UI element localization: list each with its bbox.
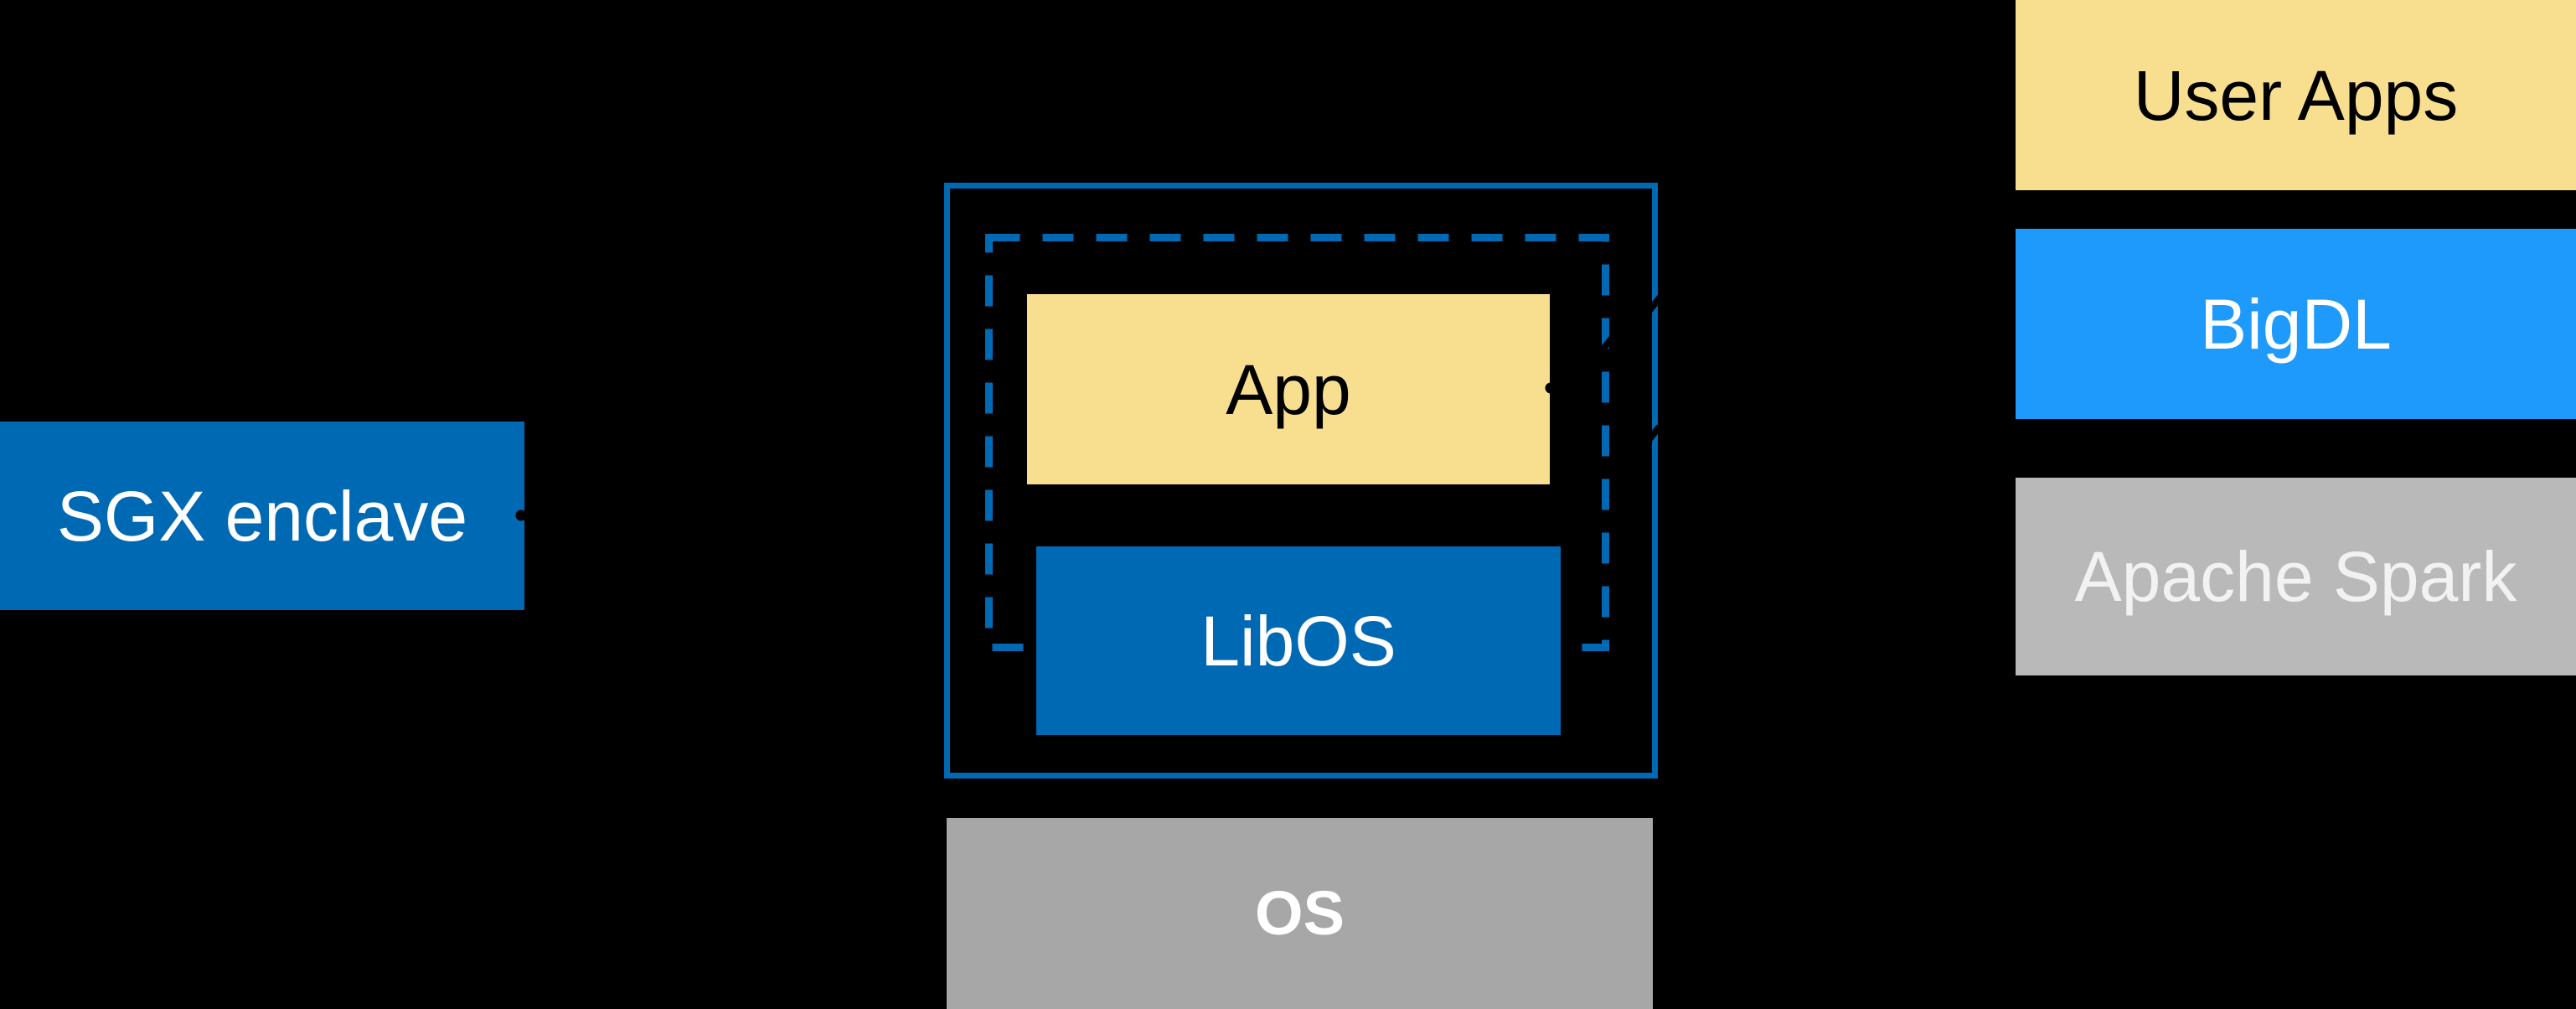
sgx-enclave-label-box: SGX enclave (0, 422, 524, 610)
app-label: App (1226, 349, 1351, 429)
apache-spark-label: Apache Spark (2074, 537, 2517, 616)
bigdl-box: BigDL (2016, 229, 2576, 419)
libos-label: LibOS (1200, 601, 1396, 680)
apache-spark-box: Apache Spark (2016, 478, 2576, 675)
bigdl-label: BigDL (2200, 284, 2392, 364)
app-box: App (1027, 294, 1550, 484)
sgx-enclave-label: SGX enclave (56, 476, 468, 556)
os-label: OS (1255, 878, 1345, 948)
user-apps-box: User Apps (2016, 0, 2576, 190)
enclave-solid-border-box (944, 183, 1658, 779)
libos-box: LibOS (1036, 546, 1561, 735)
user-apps-label: User Apps (2133, 55, 2459, 135)
os-box: OS (947, 818, 1653, 1009)
